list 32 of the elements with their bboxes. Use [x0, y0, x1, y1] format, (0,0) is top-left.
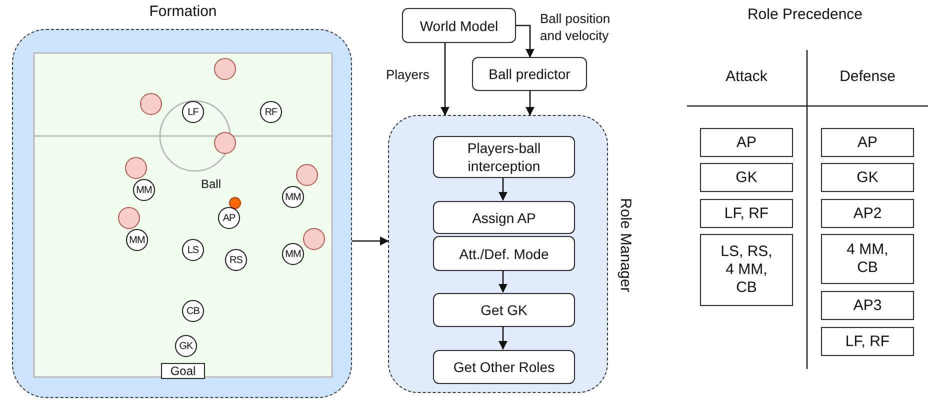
- role-box: GK: [700, 163, 793, 192]
- arrow: [498, 270, 508, 293]
- process-box: Ball predictor: [472, 57, 587, 91]
- role-box: LF, RF: [700, 199, 793, 228]
- role-box: AP3: [821, 291, 914, 320]
- column-heading: Defense: [838, 68, 896, 85]
- panel-title: Role Manager: [617, 198, 634, 292]
- arrow: [498, 326, 508, 350]
- arrow: [440, 43, 450, 116]
- process-box: Get GK: [433, 293, 575, 327]
- goal-box: Goal: [161, 363, 205, 379]
- role-box: AP2: [821, 199, 914, 228]
- panel-title: Formation: [148, 3, 218, 20]
- role-box: GK: [821, 163, 914, 192]
- edge-label: Players: [386, 67, 430, 82]
- process-box: World Model: [402, 8, 516, 43]
- arrow: [516, 24, 535, 58]
- arrow: [525, 91, 535, 116]
- role-box: LS, RS, 4 MM, CB: [700, 234, 793, 306]
- table-title: Role Precedence: [746, 6, 864, 23]
- role-box: AP: [700, 128, 793, 157]
- arrow: [498, 177, 508, 201]
- column-heading: Attack: [724, 68, 768, 85]
- process-box: Att./Def. Mode: [433, 236, 575, 271]
- arrow: [352, 236, 389, 246]
- role-box: LF, RF: [821, 327, 914, 356]
- process-box: Get Other Roles: [433, 350, 575, 384]
- role-box: 4 MM, CB: [821, 234, 914, 284]
- role-box: AP: [821, 128, 914, 157]
- process-box: Players-ball interception: [433, 136, 575, 178]
- process-box: Assign AP: [433, 201, 575, 234]
- ball-label: Ball: [201, 177, 222, 191]
